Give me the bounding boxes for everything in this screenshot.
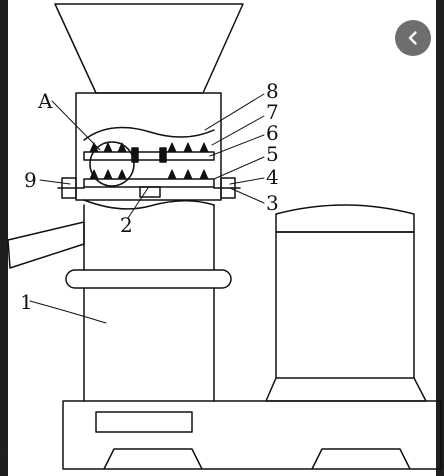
upper-crushing-teeth xyxy=(89,142,209,153)
upper-screen-plate xyxy=(83,151,215,161)
discharge-chute xyxy=(7,221,85,269)
detail-circle-a xyxy=(89,141,135,187)
hopper xyxy=(54,3,244,94)
leader-lines xyxy=(29,93,265,324)
left-foot xyxy=(103,448,203,470)
leader-3 xyxy=(229,187,265,204)
label-8: 8 xyxy=(266,79,279,103)
corner-text: 0 xyxy=(0,446,7,459)
tank-lid xyxy=(275,204,415,233)
upper-housing xyxy=(75,92,222,201)
lower-crushing-teeth xyxy=(89,169,209,180)
label-7: 7 xyxy=(266,100,279,124)
leader-4 xyxy=(229,177,265,185)
label-6: 6 xyxy=(266,121,279,145)
tank-base xyxy=(265,377,427,402)
right-foot xyxy=(311,448,411,470)
left-frame-edge xyxy=(0,0,8,476)
leader-5 xyxy=(213,156,265,180)
material-wave-top xyxy=(83,126,215,141)
main-column xyxy=(83,204,215,402)
leader-6 xyxy=(209,134,265,157)
material-wave-bottom xyxy=(83,199,215,210)
label-a: A xyxy=(37,89,53,113)
label-9: 9 xyxy=(24,168,37,192)
leader-9 xyxy=(39,179,71,185)
chevron-left-icon xyxy=(408,31,417,45)
lower-screen-plate xyxy=(83,178,215,188)
center-post xyxy=(159,147,167,163)
column-band xyxy=(65,269,232,289)
leader-7 xyxy=(211,115,265,146)
label-5: 5 xyxy=(266,142,279,166)
label-3: 3 xyxy=(266,191,279,215)
base-panel xyxy=(95,411,193,433)
label-4: 4 xyxy=(266,165,279,189)
right-frame-edge xyxy=(436,0,444,476)
base-platform xyxy=(62,400,442,470)
drive-block xyxy=(139,186,161,198)
tank-body xyxy=(275,231,415,379)
leader-2 xyxy=(127,187,149,219)
back-button[interactable] xyxy=(395,20,431,56)
leader-1 xyxy=(29,300,107,324)
label-2: 2 xyxy=(120,213,133,237)
leader-8 xyxy=(204,93,265,131)
label-1: 1 xyxy=(20,290,33,314)
leader-a xyxy=(51,100,101,151)
